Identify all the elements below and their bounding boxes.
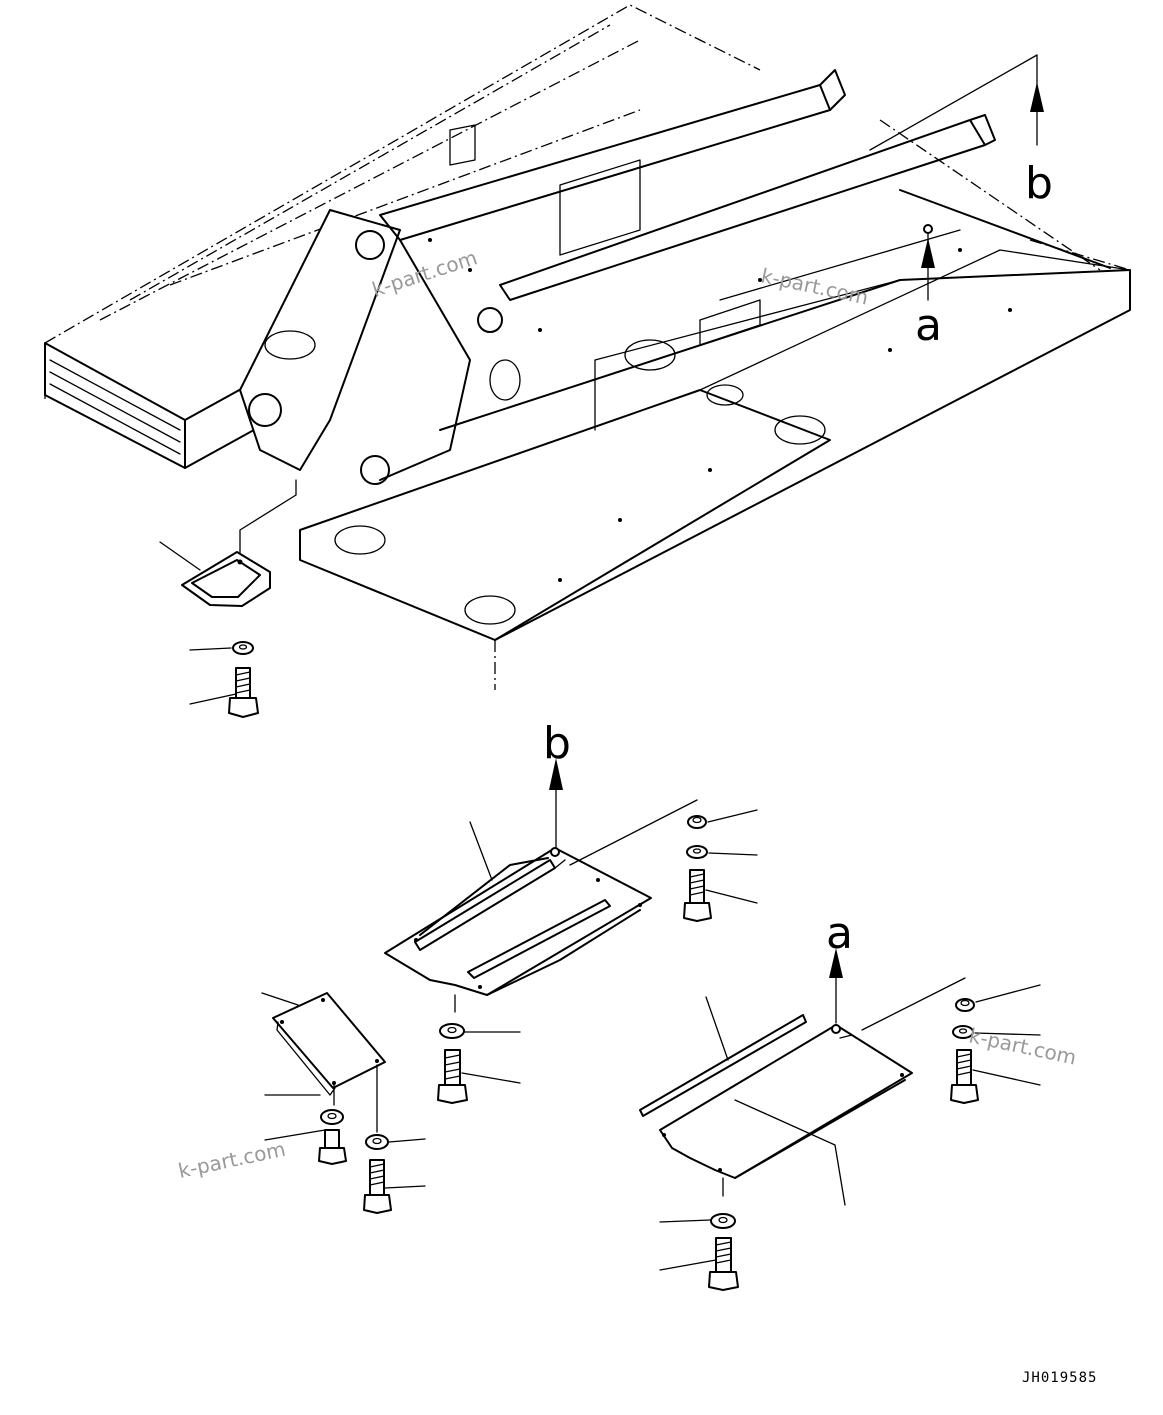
label-a-upper: a [915,300,942,351]
watermark-3: k-part.com [176,1137,288,1183]
washer-5 [365,1134,426,1150]
arrow-a-lower [829,948,843,1024]
nut-2 [687,809,758,829]
bolt-6 [950,1049,1041,1104]
watermark-4: k-part.com [967,1023,1079,1069]
bolt-2 [683,869,758,922]
small-cover-plate [261,992,386,1133]
washer-6 [952,1025,1041,1039]
right-cover-plate [639,977,966,1206]
center-cover-plate [384,799,698,1013]
washer-7 [659,1213,736,1229]
arrow-b-lower [549,758,563,849]
bolt-4 [264,1129,347,1165]
bolt-3 [437,1049,521,1104]
bolt-1 [189,667,259,718]
bolt-7 [659,1237,739,1291]
washer-4 [264,1094,344,1125]
arrow-b-upper [869,54,1044,151]
main-frame [44,4,1131,690]
bolt-5 [363,1159,426,1214]
label-b-lower: b [543,718,571,769]
triangle-cover-plate [159,541,271,607]
nut-6 [955,984,1041,1012]
arrow-a-upper [921,224,935,301]
washer-2 [686,845,758,859]
washer-3 [439,1023,521,1039]
washer-1 [189,641,254,655]
label-a-lower: a [826,908,853,959]
drawing-code: JH019585 [1022,1370,1097,1386]
label-b-upper: b [1025,158,1053,209]
